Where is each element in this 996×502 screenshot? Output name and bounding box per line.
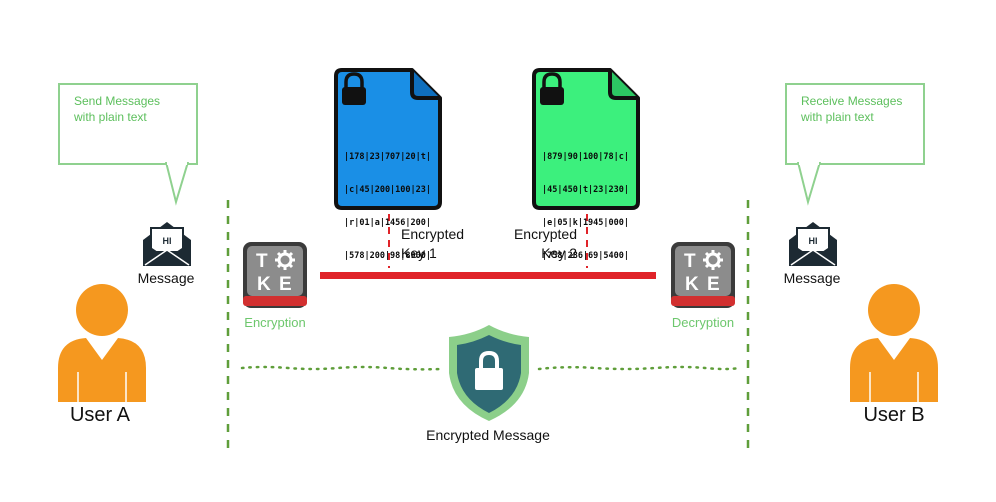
user-a-envelope-icon: HI bbox=[143, 222, 191, 266]
user-a-message-label: Message bbox=[137, 270, 195, 286]
user-b-speech-line-2: with plain text bbox=[801, 110, 874, 124]
key2-line-3: |e|05|k|1945|000| bbox=[542, 218, 629, 228]
encryption-label: Encryption bbox=[244, 315, 306, 330]
key2-connector bbox=[586, 214, 588, 268]
user-b-envelope-text: HI bbox=[809, 236, 818, 246]
dotted-channel-right bbox=[537, 365, 742, 371]
encryption-letter-e: E bbox=[279, 274, 292, 295]
decryption-gear-icon bbox=[703, 250, 723, 270]
user-b-speech-line-1: Receive Messages bbox=[801, 94, 903, 108]
decryption-label: Decryption bbox=[671, 315, 735, 330]
user-a-envelope-text: HI bbox=[163, 236, 172, 246]
key1-line-4: |578|200|98|8900| bbox=[344, 251, 431, 261]
user-a-person-icon bbox=[58, 284, 146, 402]
user-a-bubble-tail bbox=[164, 162, 190, 206]
key1-lock-icon bbox=[342, 72, 366, 105]
key1-document-text: |178|23|707|20|t| |c|45|200|100|23| |r|0… bbox=[344, 130, 431, 273]
key2-line-2: |45|450|t|23|230| bbox=[542, 185, 629, 195]
user-b-bubble-tail bbox=[796, 162, 822, 206]
decryption-letter-k: K bbox=[685, 274, 699, 295]
key1-label-line-2: Key 1 bbox=[401, 245, 437, 261]
user-b-person-icon bbox=[850, 284, 938, 402]
shield-icon bbox=[449, 325, 529, 421]
key2-document-text: |879|90|100|78|c| |45|450|t|23|230| |e|0… bbox=[542, 130, 629, 273]
encrypted-message-label: Encrypted Message bbox=[426, 427, 550, 443]
key2-label-line-1: Encrypted bbox=[513, 226, 577, 242]
key2-lock-icon bbox=[540, 72, 564, 105]
user-b-message-label: Message bbox=[783, 270, 841, 286]
user-b-label: User B bbox=[863, 404, 925, 426]
key2-line-4: |758|286|69|5400| bbox=[542, 251, 629, 261]
encryption-gear-icon bbox=[275, 250, 295, 270]
key1-line-2: |c|45|200|100|23| bbox=[344, 185, 431, 195]
key1-document-icon bbox=[334, 68, 442, 210]
user-a-label: User A bbox=[69, 404, 131, 426]
user-a-speech-line-2: with plain text bbox=[74, 110, 147, 124]
key1-line-1: |178|23|707|20|t| bbox=[344, 152, 431, 162]
user-a-speech-line-1: Send Messages bbox=[74, 94, 161, 108]
key2-document-icon bbox=[532, 68, 640, 210]
encryption-letter-k: K bbox=[257, 274, 271, 295]
decryption-letter-t: T bbox=[684, 251, 696, 272]
decryption-letter-e: E bbox=[707, 274, 720, 295]
decryption-token-icon: T K E bbox=[671, 242, 735, 308]
dotted-channel-left bbox=[240, 365, 445, 371]
key1-label: Encrypted Key 1 bbox=[401, 225, 464, 263]
user-b-envelope-icon: HI bbox=[789, 222, 837, 266]
key1-line-3: |r|01|a|1456|200| bbox=[344, 218, 431, 228]
key2-label-line-2: Key 2 bbox=[541, 245, 577, 261]
shield-lock-icon bbox=[475, 350, 503, 390]
key1-label-line-1: Encrypted bbox=[401, 226, 465, 242]
key2-line-1: |879|90|100|78|c| bbox=[542, 152, 629, 162]
key1-connector bbox=[388, 214, 390, 268]
encrypted-channel-line bbox=[320, 272, 656, 279]
key2-label: Encrypted Key 2 bbox=[507, 225, 577, 263]
encryption-token-icon: T K E bbox=[243, 242, 307, 308]
encryption-letter-t: T bbox=[256, 251, 268, 272]
